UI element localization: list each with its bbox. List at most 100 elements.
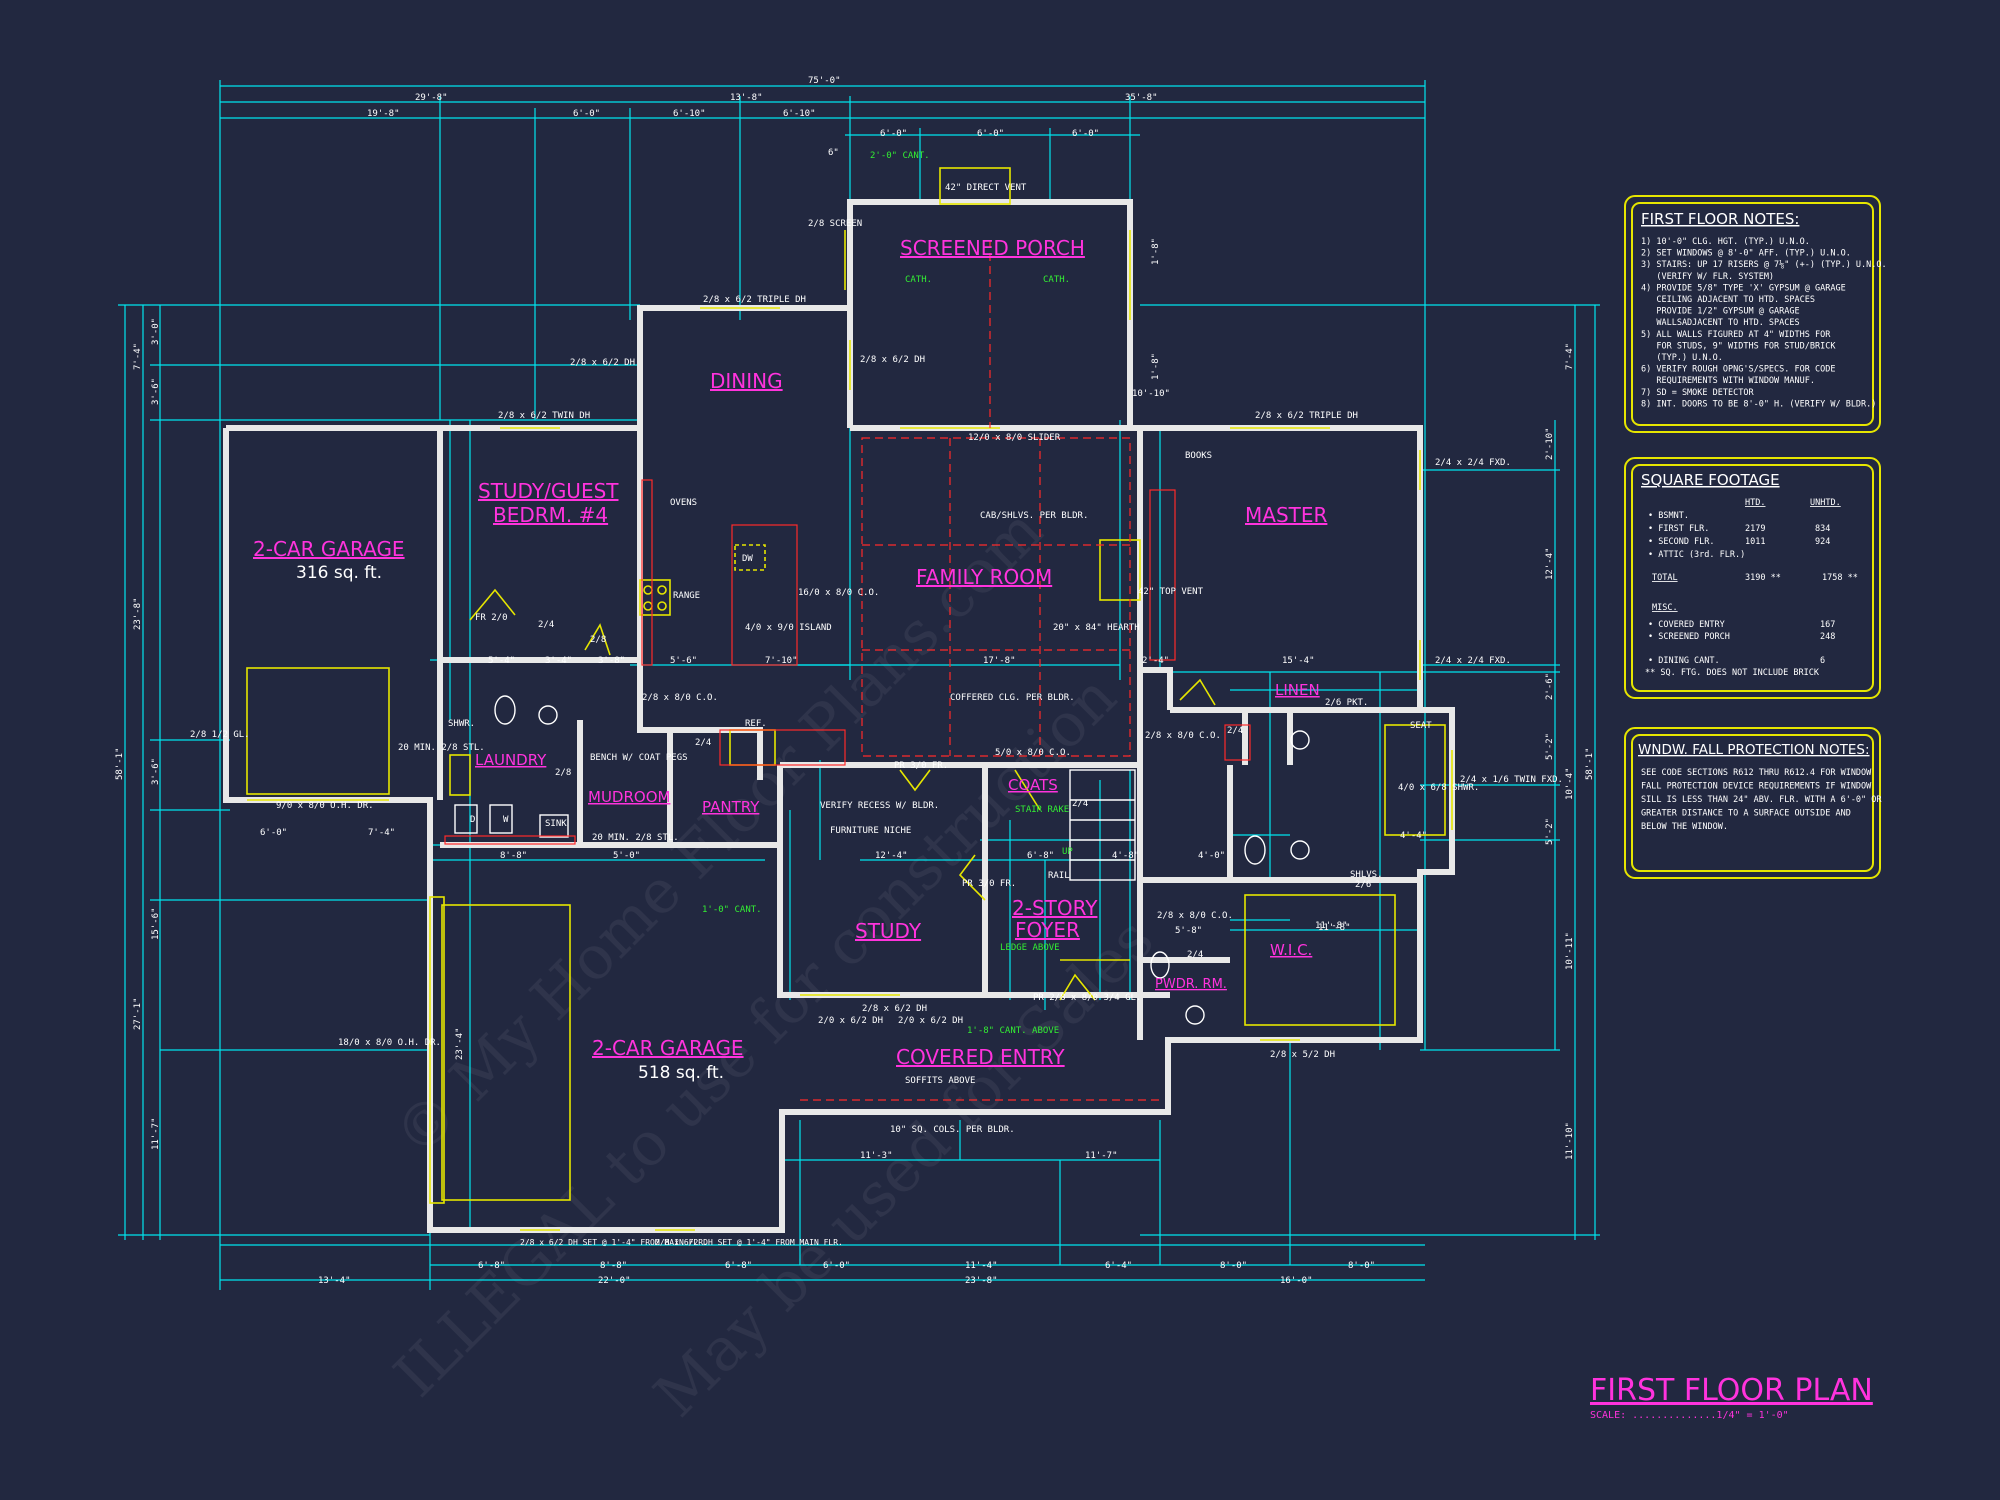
sqft-row-unhtd: 924 bbox=[1815, 537, 1830, 547]
label-island: 4/0 x 9/0 ISLAND bbox=[745, 623, 832, 633]
label-fr-study-2: PR 3/0 FR. bbox=[962, 879, 1016, 889]
dim-bot-h: 6'-0" bbox=[823, 1261, 850, 1271]
sink-master-1 bbox=[1290, 730, 1310, 750]
label-verify-recess: VERIFY RECESS W/ BLDR. bbox=[820, 801, 939, 811]
label-top-vent: 42" TOP VENT bbox=[1138, 587, 1204, 597]
dim-int-26: 11'-8" bbox=[1318, 923, 1351, 933]
floor-note-line: REQUIREMENTS WITH WINDOW MANUF. bbox=[1641, 376, 1815, 386]
dim-top-g: 6'-10" bbox=[783, 109, 816, 119]
dim-left-overall: 58'-1" bbox=[115, 747, 125, 780]
label-d28b: 2/8 bbox=[555, 768, 571, 778]
garage-small-sqft: 316 sq. ft. bbox=[296, 563, 382, 583]
label-triple-dh-dining: 2/8 x 6/2 TRIPLE DH bbox=[703, 295, 806, 305]
sqft-row-label: • ATTIC (3rd. FLR.) bbox=[1648, 550, 1745, 560]
label-twenty-min-1: 20 MIN. 2/8 STL. bbox=[398, 743, 485, 753]
label-shwr-master: 4/0 x 6/8 SHWR. bbox=[1398, 783, 1479, 793]
dim-bot-b: 22'-0" bbox=[598, 1276, 631, 1286]
label-stair-rake: STAIR RAKE bbox=[1015, 805, 1069, 815]
floor-note-line: PROVIDE 1/2" GYPSUM @ GARAGE bbox=[1641, 307, 1800, 317]
label-fxd-2: 2/4 x 2/4 FXD. bbox=[1435, 656, 1511, 666]
dim-int-8: 12'-4" bbox=[875, 851, 908, 861]
label-co-master: 2/8 x 8/0 C.O. bbox=[1145, 731, 1221, 741]
label-dw: DW bbox=[742, 554, 753, 564]
sqft-row-label: • BSMNT. bbox=[1648, 511, 1689, 521]
label-rail: RAIL bbox=[1048, 871, 1070, 881]
dim-int-7: 15'-4" bbox=[1282, 656, 1315, 666]
dim-int-12: 6'-0" bbox=[260, 828, 287, 838]
dim-left-h: 11'-7" bbox=[151, 1117, 161, 1150]
coffered-ceiling bbox=[861, 437, 1131, 757]
floor-note-line: 7) SD = SMOKE DETECTOR bbox=[1641, 388, 1754, 398]
dim-left-g: 15'-6" bbox=[151, 907, 161, 940]
label-twin-fxd: 2/4 x 1/6 TWIN FXD. bbox=[1460, 775, 1563, 785]
dim-int-17: 6'-8" bbox=[1027, 851, 1054, 861]
dim-bot-k: 8'-0" bbox=[1220, 1261, 1247, 1271]
floor-note-line: FOR STUDS, 9" WIDTHS FOR STUD/BRICK bbox=[1641, 341, 1836, 351]
dim-right-d: 11'-10" bbox=[1565, 1122, 1575, 1160]
label-pkt: 2/6 PKT. bbox=[1325, 698, 1368, 708]
fall-note-line: BELOW THE WINDOW. bbox=[1641, 822, 1728, 832]
label-cols: 10" SQ. COLS. PER BLDR. bbox=[890, 1125, 1015, 1135]
room-pantry: PANTRY bbox=[702, 798, 760, 816]
dim-int-5: 7'-10" bbox=[765, 656, 798, 666]
floor-note-line: (TYP.) U.N.O. bbox=[1641, 353, 1723, 363]
sqft-row-label: • FIRST FLR. bbox=[1648, 524, 1709, 534]
fall-note-line: SEE CODE SECTIONS R612 THRU R612.4 FOR W… bbox=[1641, 768, 1872, 778]
notes-sqft-misc: MISC. bbox=[1652, 603, 1678, 613]
label-dh-dining-w: 2/8 x 6/2 DH bbox=[570, 358, 635, 368]
notes-floor-lines: 1) 10'-0" CLG. HGT. (TYP.) U.N.O.2) SET … bbox=[1641, 237, 1887, 409]
notes-sqft-total-unhtd: 1758 ** bbox=[1822, 573, 1858, 583]
label-hearth: 20" x 84" HEARTH bbox=[1053, 623, 1140, 633]
dim-int-23: 3'-8" bbox=[598, 656, 625, 666]
floor-note-line: WALLSADJACENT TO HTD. SPACES bbox=[1641, 318, 1800, 328]
dim-top-h: 6'-0" bbox=[880, 129, 907, 139]
stair bbox=[1069, 769, 1136, 881]
label-ovens: OVENS bbox=[670, 498, 697, 508]
dim-right-overall: 58'-1" bbox=[1585, 747, 1595, 780]
room-pwdr: PWDR. RM. bbox=[1155, 977, 1227, 992]
dim-bot-f: 8'-8" bbox=[600, 1261, 627, 1271]
label-d24b: 2/4 bbox=[695, 738, 711, 748]
notes-fall-lines: SEE CODE SECTIONS R612 THRU R612.4 FOR W… bbox=[1641, 768, 1882, 832]
floor-note-line: 5) ALL WALLS FIGURED AT 4" WIDTHS FOR bbox=[1641, 330, 1831, 340]
label-co-coats: 5/0 x 8/0 C.O. bbox=[995, 748, 1071, 758]
sqft-row-label: • SECOND FLR. bbox=[1648, 537, 1715, 547]
garage-small-car-outline bbox=[246, 667, 390, 795]
room-family: FAMILY ROOM bbox=[916, 565, 1052, 589]
windows-and-fixtures bbox=[246, 167, 1453, 1231]
dim-bot-e: 6'-8" bbox=[478, 1261, 505, 1271]
plan-title-block: FIRST FLOOR PLAN SCALE: ..............1/… bbox=[1590, 1373, 1873, 1421]
dim-int-1: 1'-8" bbox=[1151, 238, 1161, 265]
direct-vent-fireplace bbox=[939, 167, 1011, 205]
dim-bot-l: 8'-0" bbox=[1348, 1261, 1375, 1271]
label-d28a: 2/8 bbox=[590, 635, 606, 645]
first-floor-notes-box: FIRST FLOOR NOTES: 1) 10'-0" CLG. HGT. (… bbox=[1624, 195, 1887, 433]
dim-right-g: 5'-2" bbox=[1545, 818, 1555, 845]
sqft-row-unhtd: 834 bbox=[1815, 524, 1830, 534]
label-d24c: 2/4 bbox=[1072, 799, 1088, 809]
label-twenty-min-2: 20 MIN. 2/8 STL. bbox=[592, 833, 679, 843]
master-shower bbox=[1384, 724, 1446, 836]
oven-cabinet bbox=[641, 479, 653, 666]
dim-right-i: 2'-10" bbox=[1545, 427, 1555, 460]
fall-note-line: FALL PROTECTION DEVICE REQUIREMENTS IF W… bbox=[1641, 782, 1872, 792]
dishwasher-icon bbox=[734, 544, 766, 571]
label-seat: SEAT bbox=[1410, 721, 1432, 731]
label-shwr: SHWR. bbox=[448, 719, 475, 729]
label-cant-porch: 2'-0" CANT. bbox=[870, 151, 930, 161]
dim-bot-c: 23'-8" bbox=[965, 1276, 998, 1286]
label-up: UP bbox=[1062, 847, 1073, 857]
sqft-misc-label: • DINING CANT. bbox=[1648, 656, 1720, 666]
label-soffits: SOFFITS ABOVE bbox=[905, 1076, 975, 1086]
sink-study bbox=[538, 705, 558, 725]
range-icon bbox=[639, 579, 671, 616]
dim-top-c: 35'-8" bbox=[1125, 93, 1158, 103]
label-twin-dh-study: 2/8 x 6/2 TWIN DH bbox=[498, 411, 590, 421]
dim-int-9: 11'-8" bbox=[1315, 921, 1348, 931]
label-d24e: 2/4 bbox=[1187, 950, 1203, 960]
room-mudroom: MUDROOM bbox=[588, 788, 670, 806]
label-shlvs: SHLVS. bbox=[1350, 870, 1383, 880]
dim-top-d: 19'-8" bbox=[367, 109, 400, 119]
floor-note-line: 6) VERIFY ROUGH OPNG'S/SPECS. FOR CODE bbox=[1641, 365, 1835, 375]
garage-large-car-outline bbox=[441, 904, 571, 1201]
